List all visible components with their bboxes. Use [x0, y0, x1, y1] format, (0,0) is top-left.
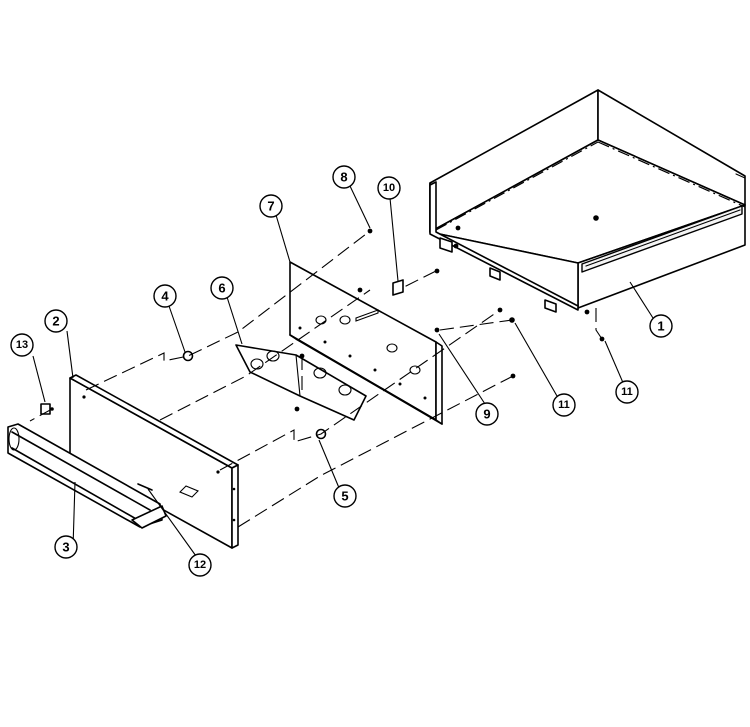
callout-4: 4 [153, 284, 177, 308]
svg-text:5: 5 [341, 489, 348, 504]
svg-text:4: 4 [161, 289, 169, 304]
bracket-10 [392, 279, 404, 296]
callout-1: 1 [649, 314, 673, 338]
drawer-front-panel [69, 374, 239, 549]
callout-12: 12 [188, 553, 212, 577]
drawer-box [429, 89, 746, 342]
svg-text:6: 6 [218, 281, 225, 296]
svg-text:1: 1 [657, 319, 664, 334]
fasteners [50, 228, 516, 491]
callout-8: 8 [332, 165, 356, 189]
svg-text:10: 10 [383, 182, 395, 194]
callout-7: 7 [259, 194, 283, 218]
callout-11a: 11 [552, 393, 576, 417]
callout-6: 6 [210, 276, 234, 300]
callout-13: 13 [10, 333, 34, 357]
callout-5: 5 [333, 484, 357, 508]
svg-text:11: 11 [558, 399, 570, 411]
svg-text:7: 7 [267, 199, 274, 214]
callouts: 1 2 3 4 5 6 7 8 [10, 165, 673, 577]
drawer-back-panel [289, 261, 443, 425]
svg-text:9: 9 [483, 407, 490, 422]
svg-text:12: 12 [194, 559, 206, 571]
svg-text:2: 2 [52, 314, 59, 329]
svg-text:3: 3 [62, 540, 69, 555]
callout-10: 10 [377, 176, 401, 200]
callout-3: 3 [54, 535, 78, 559]
svg-text:11: 11 [621, 386, 633, 398]
callout-2: 2 [44, 309, 68, 333]
assembly-lines [29, 230, 603, 528]
svg-text:13: 13 [16, 339, 28, 351]
drawer-handle [7, 423, 167, 529]
svg-text:8: 8 [340, 170, 347, 185]
callout-9: 9 [475, 402, 499, 426]
callout-11b: 11 [615, 380, 639, 404]
